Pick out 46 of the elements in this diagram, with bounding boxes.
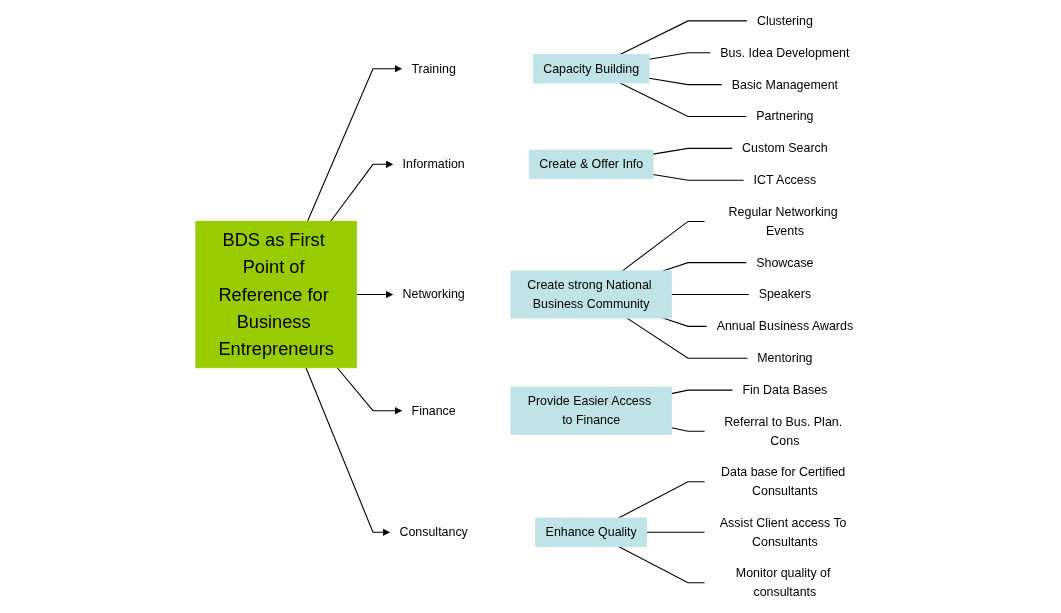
node-box: Enhance Quality [535, 517, 648, 547]
node-text: Data base for Certified Consultants [721, 464, 846, 498]
arrow [307, 65, 402, 222]
arrow [305, 367, 390, 536]
arrow [355, 290, 393, 299]
node-text: Regular Networking Events [728, 204, 838, 238]
node-text: Finance [411, 403, 456, 418]
node-text: Bus. Idea Development [720, 45, 850, 60]
node-text: Information [402, 156, 465, 171]
node-box: Create strong National Business Community [510, 270, 672, 319]
connector [646, 531, 706, 533]
node-text: ICT Access [753, 172, 817, 187]
node-text: Consultancy [399, 524, 468, 539]
connector [670, 427, 706, 432]
arrow [336, 367, 402, 415]
connector [618, 481, 706, 519]
node-text: Clustering [756, 13, 813, 28]
node-text: Partnering [756, 108, 814, 123]
node-text: Showcase [756, 254, 814, 270]
connector [670, 389, 734, 395]
node-text: Annual Business Awards [716, 318, 854, 333]
connector [652, 147, 733, 155]
node-text: Mentoring [757, 350, 813, 365]
node-text: Assist Client access To Consultants [719, 515, 847, 549]
connector [619, 20, 748, 55]
connector [648, 52, 711, 60]
arrow [330, 160, 393, 222]
node-text: Custom Search [742, 140, 828, 155]
node-box: Provide Easier Access to Finance [510, 386, 672, 435]
connector [619, 82, 747, 118]
node-text: Networking [402, 286, 465, 301]
node-text: Referral to Bus. Plan. Cons [724, 414, 843, 448]
connector [670, 293, 750, 296]
connector [626, 317, 748, 359]
node-text: Basic Management [731, 76, 839, 92]
connector [648, 77, 723, 86]
connector [618, 546, 706, 584]
node-text: Monitor quality of consultants [735, 565, 831, 599]
node-text: Training [411, 61, 456, 76]
connector [621, 220, 706, 272]
connector [652, 173, 745, 181]
node-text: Speakers [758, 286, 812, 301]
node-box: BDS as First Point of Reference for Business Entrepreneurs [195, 220, 357, 369]
node-box: Create & Offer Info [528, 149, 654, 179]
node-text: Fin Data Bases [742, 382, 828, 397]
node-box: Capacity Building [532, 54, 650, 84]
